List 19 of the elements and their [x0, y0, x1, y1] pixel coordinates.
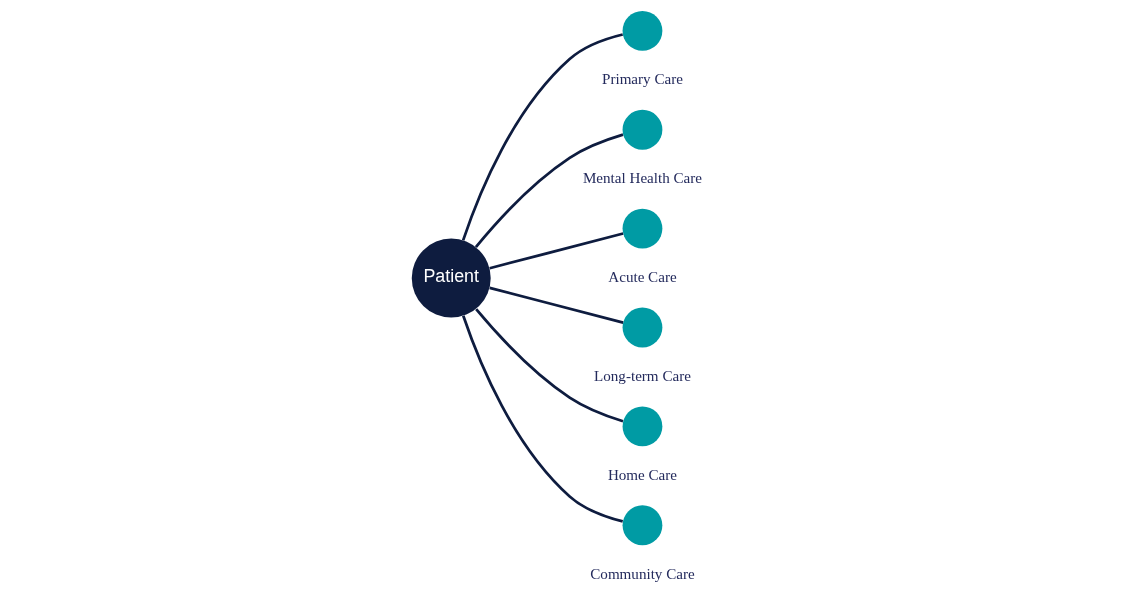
connector	[474, 308, 623, 423]
connector	[461, 33, 623, 241]
node-circle	[622, 208, 662, 249]
node-label: Home Care	[607, 466, 677, 483]
node-circle	[622, 406, 662, 447]
connector	[488, 286, 623, 324]
node-circle	[622, 505, 662, 546]
node-label: Mental Health Care	[582, 170, 702, 187]
node-label: Primary Care	[601, 71, 683, 88]
node-circle	[622, 109, 662, 150]
node-label: Community Care	[589, 565, 695, 582]
node-circle: Patient	[411, 238, 491, 318]
node-label: Acute Care	[607, 268, 677, 285]
connector	[461, 315, 623, 523]
node-circle	[622, 10, 662, 51]
connector	[474, 133, 623, 248]
node-circle	[622, 307, 662, 348]
node-label: Long-term Care	[593, 367, 691, 384]
connector	[488, 232, 623, 270]
